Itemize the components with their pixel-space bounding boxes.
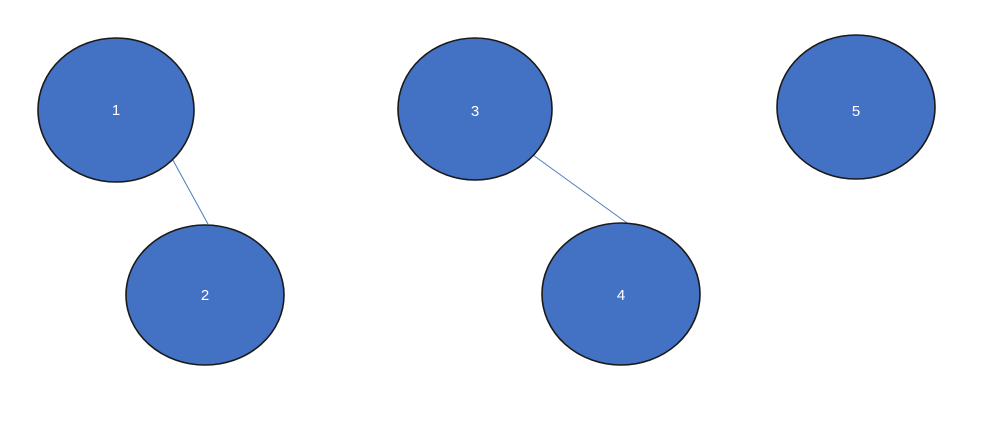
node-shape-1[interactable]	[37, 37, 195, 183]
node-shape-3[interactable]	[397, 37, 553, 181]
node-label-2: 2	[201, 287, 209, 304]
node-shape-2[interactable]	[125, 224, 285, 366]
node-label-5: 5	[852, 103, 860, 120]
nodes-layer: 1 2 3 4 5	[37, 34, 936, 366]
graph-node-3[interactable]: 3	[397, 37, 553, 181]
graph-node-4[interactable]: 4	[541, 222, 701, 366]
node-label-3: 3	[471, 103, 479, 120]
node-label-4: 4	[617, 287, 625, 304]
node-shape-4[interactable]	[541, 222, 701, 366]
graph-node-5[interactable]: 5	[776, 34, 936, 180]
edges-layer	[168, 152, 628, 225]
graph-edge-3-4[interactable]	[532, 154, 628, 224]
node-shape-5[interactable]	[776, 34, 936, 180]
graph-node-1[interactable]: 1	[37, 37, 195, 183]
graph-edge-1-2[interactable]	[168, 152, 209, 225]
node-label-1: 1	[112, 102, 120, 119]
graph-node-2[interactable]: 2	[125, 224, 285, 366]
